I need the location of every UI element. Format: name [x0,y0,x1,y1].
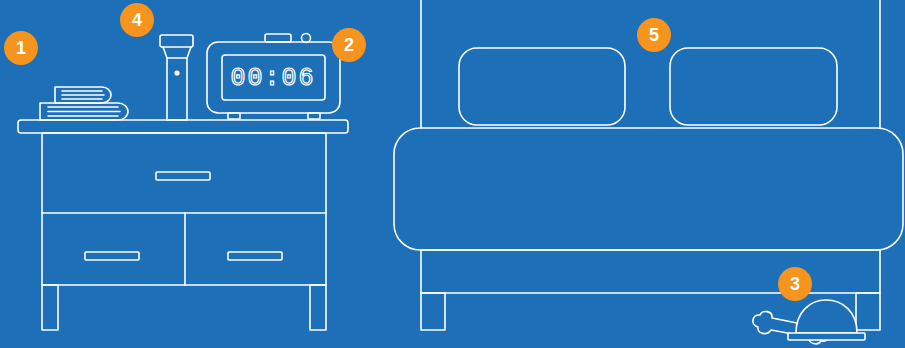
dog-bowl [788,300,865,340]
callout-marker: 1 [4,31,38,65]
callout-marker: 4 [120,3,154,37]
callout-number: 4 [132,11,142,29]
clock-display: 00:06 [228,64,317,93]
callout-number: 5 [649,26,659,44]
alarm-clock [207,34,340,120]
bed [394,0,903,330]
callout-marker: 3 [778,267,812,301]
callout-marker: 5 [637,18,671,52]
callout-number: 3 [790,275,800,293]
callout-number: 1 [16,39,26,57]
dresser [18,120,348,330]
clock-time: 00:06 [230,66,315,91]
callout-marker: 2 [332,28,366,62]
callout-number: 2 [344,36,354,54]
books [40,87,128,120]
flashlight [160,35,193,120]
